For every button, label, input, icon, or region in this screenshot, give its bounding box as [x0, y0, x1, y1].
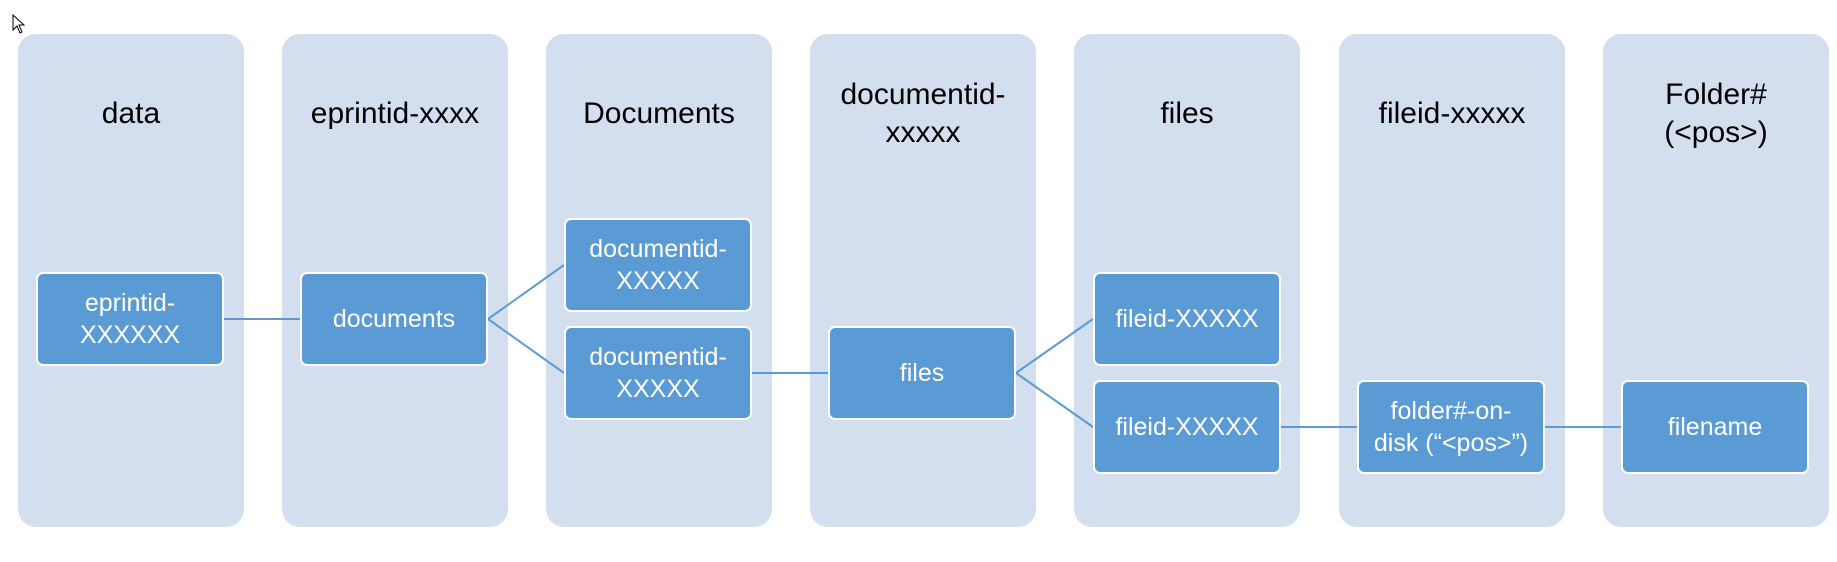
folder-on-disk-node[interactable]: folder#-on- disk (“<pos>”): [1357, 380, 1545, 474]
column-title: fileid-xxxxx: [1378, 97, 1526, 130]
file-node-1[interactable]: fileid-XXXXX: [1093, 272, 1281, 366]
filename-node[interactable]: filename: [1621, 380, 1809, 474]
cursor-icon: [12, 14, 26, 34]
files-node[interactable]: files: [828, 326, 1016, 420]
file-node-2[interactable]: fileid-XXXXX: [1093, 380, 1281, 474]
documents-node[interactable]: documents: [300, 272, 488, 366]
column-title: files: [1160, 97, 1214, 130]
column-title: Documents: [583, 97, 735, 130]
column-title: Folder# (<pos>): [1664, 78, 1768, 149]
document-node-2[interactable]: documentid- XXXXX: [564, 326, 752, 420]
column-title: eprintid-xxxx: [310, 97, 480, 130]
column-title: documentid- xxxxx: [840, 78, 1006, 149]
column-title: data: [101, 97, 161, 130]
document-node-1[interactable]: documentid- XXXXX: [564, 218, 752, 312]
column-documentid: documentid- xxxxx: [810, 34, 1036, 527]
eprint-node[interactable]: eprintid- XXXXXX: [36, 272, 224, 366]
